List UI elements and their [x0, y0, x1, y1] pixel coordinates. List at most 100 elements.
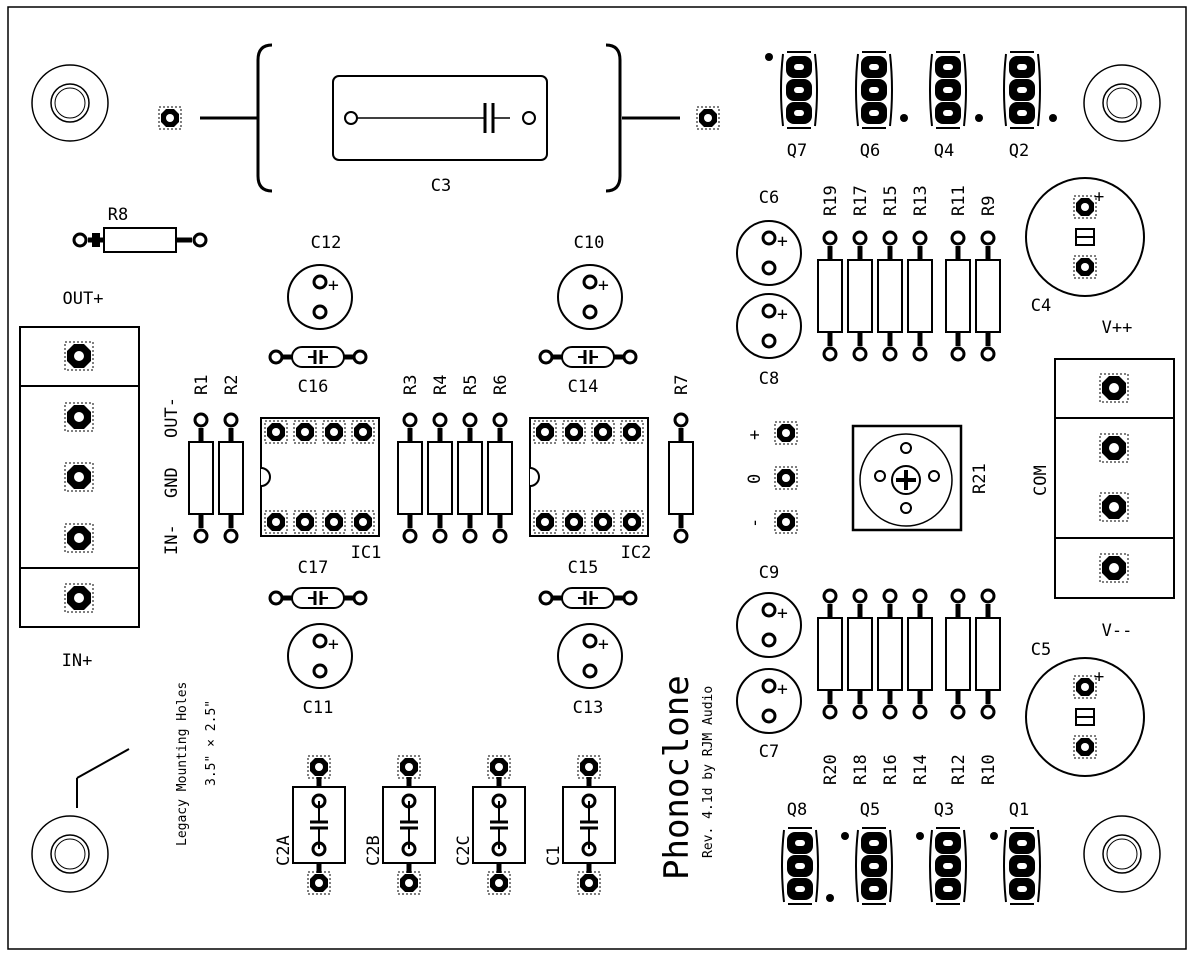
r19-label: R19: [821, 185, 841, 216]
c2a-label: C2A: [274, 835, 294, 866]
r4-label: R4: [431, 375, 451, 395]
q6-label: Q6: [860, 141, 880, 161]
q8-dot: [826, 894, 834, 902]
ic1-chip: [261, 418, 379, 536]
q5-label: Q5: [860, 800, 880, 820]
q8-label: Q8: [787, 800, 807, 820]
legacy-mounting-size: 3.5" × 2.5": [204, 700, 219, 786]
r14-resistor: [908, 590, 932, 718]
q3-dot: [916, 832, 924, 840]
c14-capacitor: [540, 347, 636, 367]
r2-resistor: [219, 414, 243, 542]
r1-resistor: [189, 414, 213, 542]
r21-label: R21: [970, 463, 990, 494]
r15-resistor: [878, 232, 902, 360]
q2-transistor: [1003, 51, 1041, 129]
q6-transistor: [855, 51, 893, 129]
mounting-hole-top-left: [31, 64, 109, 142]
q1-label: Q1: [1009, 800, 1029, 820]
r19-resistor: [818, 232, 842, 360]
r4-resistor: [428, 414, 452, 542]
board-revision: Rev. 4.1d by RJM Audio: [701, 686, 716, 858]
r13-label: R13: [911, 185, 931, 216]
r7-label: R7: [672, 375, 692, 395]
r9-label: R9: [979, 196, 999, 216]
v-neg-label: V--: [1102, 621, 1133, 641]
r7-resistor: [669, 414, 693, 542]
r17-resistor: [848, 232, 872, 360]
r20-resistor: [818, 590, 842, 718]
mounting-hole-bottom-right: [1083, 815, 1161, 893]
q5-dot: [841, 832, 849, 840]
c9-capacitor: [737, 593, 801, 657]
mounting-hole-top-right: [1083, 64, 1161, 142]
r20-label: R20: [821, 754, 841, 785]
c11-capacitor: [288, 624, 352, 688]
r12-resistor: [946, 590, 970, 718]
c4-label: C4: [1031, 296, 1051, 316]
c17-label: C17: [298, 558, 329, 578]
q3-label: Q3: [934, 800, 954, 820]
ic1-label: IC1: [351, 543, 382, 563]
in-plus-label: IN+: [62, 651, 93, 671]
r5-resistor: [458, 414, 482, 542]
r11-label: R11: [949, 185, 969, 216]
c11-label: C11: [303, 698, 334, 718]
c16-label: C16: [298, 377, 329, 397]
c2b-capacitor: [383, 756, 435, 894]
legacy-mounting-note: Legacy Mounting Holes: [175, 682, 190, 846]
ic2-chip: [530, 418, 648, 536]
ic2-label: IC2: [621, 543, 652, 563]
q4-label: Q4: [934, 141, 954, 161]
svg-text:+: +: [1094, 667, 1104, 687]
gnd-label: GND: [162, 467, 182, 498]
q8-transistor: [781, 827, 819, 905]
c7-label: C7: [759, 742, 779, 762]
r8-resistor: [72, 227, 208, 253]
r3-resistor: [398, 414, 422, 542]
c1-label: C1: [544, 846, 564, 866]
q4-dot: [975, 114, 983, 122]
c6-label: C6: [759, 188, 779, 208]
c7-capacitor: [737, 669, 801, 733]
r9-resistor: [976, 232, 1000, 360]
pot-zero-label: 0: [745, 474, 765, 484]
q2-dot: [1049, 114, 1057, 122]
power-terminal-block: [1054, 358, 1175, 599]
r16-label: R16: [881, 754, 901, 785]
pot-pin-minus: [774, 510, 798, 534]
r14-label: R14: [911, 754, 931, 785]
c5-capacitor: +: [1025, 657, 1145, 777]
pot-plus-label: +: [745, 430, 765, 440]
q3-transistor: [929, 827, 967, 905]
output-terminal-block: [19, 326, 140, 628]
q1-transistor: [1003, 827, 1041, 905]
c3-capacitor: [158, 43, 720, 193]
c10-capacitor: [558, 265, 622, 329]
pot-pin-plus: [774, 421, 798, 445]
c8-capacitor: [737, 294, 801, 358]
c12-capacitor: [288, 265, 352, 329]
pot-pin-zero: [774, 466, 798, 490]
c17-capacitor: [270, 588, 366, 608]
v-pos-label: V++: [1102, 318, 1133, 338]
c16-capacitor: [270, 347, 366, 367]
r15-label: R15: [881, 185, 901, 216]
pot-minus-label: -: [745, 518, 765, 528]
q7-dot: [765, 53, 773, 61]
q4-transistor: [929, 51, 967, 129]
r1-label: R1: [192, 375, 212, 395]
c12-label: C12: [311, 233, 342, 253]
out-minus-label: OUT-: [162, 397, 182, 438]
r11-resistor: [946, 232, 970, 360]
r12-label: R12: [949, 754, 969, 785]
q6-dot: [900, 114, 908, 122]
r8-label: R8: [108, 205, 128, 225]
r13-resistor: [908, 232, 932, 360]
r21-trimmer: [851, 424, 963, 532]
r6-label: R6: [491, 375, 511, 395]
r2-label: R2: [222, 375, 242, 395]
q7-label: Q7: [787, 141, 807, 161]
c2b-label: C2B: [364, 835, 384, 866]
